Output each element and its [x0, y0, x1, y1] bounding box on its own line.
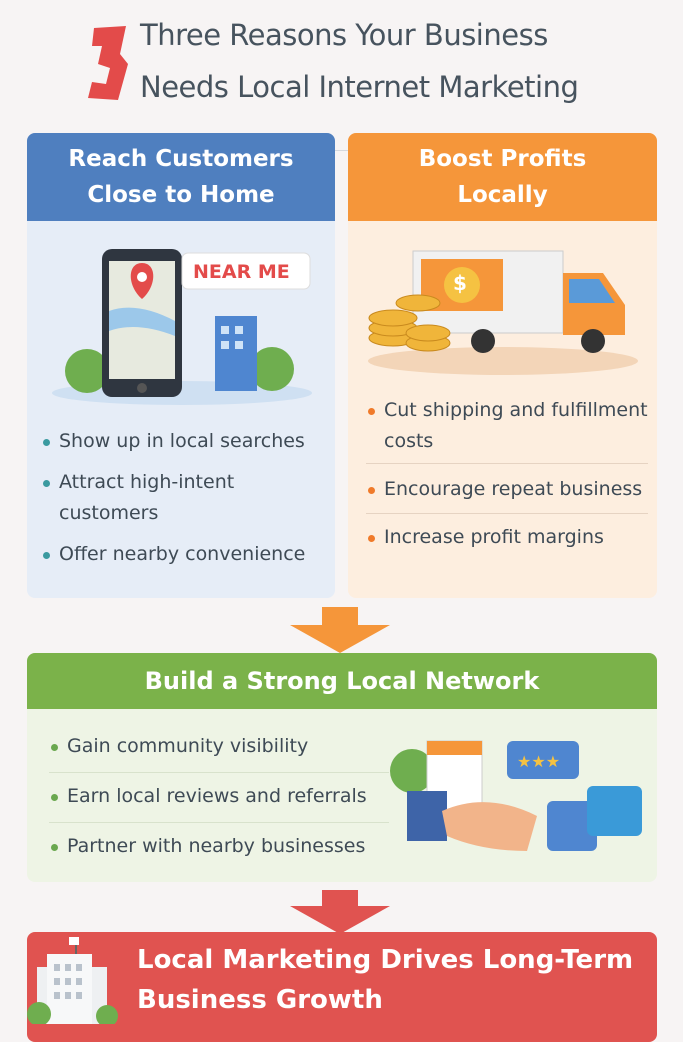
- card-header: Boost Profits Locally: [348, 133, 657, 221]
- card-header: Reach Customers Close to Home: [27, 133, 335, 221]
- card-boost-profits: Boost Profits Locally $ Cut shipping and…: [348, 133, 657, 598]
- list-item: Encourage repeat business: [366, 474, 648, 514]
- card-title: Reach Customers: [68, 146, 294, 172]
- list-item: Earn local reviews and referrals: [49, 781, 389, 823]
- list-item: Cut shipping and fulfillment costs: [366, 395, 648, 464]
- footer-line2: Business Growth: [137, 985, 383, 1015]
- delivery-truck-illustration: [368, 250, 638, 375]
- card-bullets: Gain community visibility Earn local rev…: [49, 731, 389, 862]
- phone-map-illustration: [52, 249, 312, 405]
- card-title: Locally: [457, 182, 548, 208]
- footer-text: Local Marketing Drives Long-Term Busines…: [137, 940, 633, 1020]
- footer-banner: Local Marketing Drives Long-Term Busines…: [27, 932, 657, 1042]
- office-building-icon: [27, 937, 118, 1024]
- review-stars-icon: [507, 741, 579, 779]
- near-me-label: NEAR ME: [193, 261, 290, 283]
- page-title-line2: Needs Local Internet Marketing: [140, 70, 579, 104]
- list-item: Gain community visibility: [49, 731, 389, 773]
- dollar-icon: $: [453, 271, 467, 295]
- down-arrow-icon: [290, 607, 390, 653]
- card-header: Build a Strong Local Network: [27, 653, 657, 709]
- card-title: Boost Profits: [418, 146, 587, 172]
- svg-text:★★★: ★★★: [517, 752, 560, 771]
- list-item: Attract high-intent customers: [41, 467, 331, 529]
- handshake-reviews-illustration: ★★★: [390, 740, 642, 851]
- card-title: Close to Home: [87, 182, 275, 208]
- thumbs-up-icon: [587, 786, 642, 836]
- page-title-line1: Three Reasons Your Business: [140, 18, 548, 52]
- footer-line1: Local Marketing Drives Long-Term: [137, 945, 634, 975]
- list-item: Offer nearby convenience: [41, 539, 331, 570]
- list-item: Increase profit margins: [366, 522, 648, 553]
- card-bullets: Show up in local searches Attract high-i…: [41, 426, 331, 570]
- thumbs-up-icon: [547, 801, 597, 851]
- card-local-network: Build a Strong Local Network Gain commun…: [27, 653, 657, 882]
- card-bullets: Cut shipping and fulfillment costs Encou…: [366, 395, 648, 553]
- list-item: Show up in local searches: [41, 426, 331, 457]
- card-title: Build a Strong Local Network: [144, 667, 540, 695]
- list-item: Partner with nearby businesses: [49, 831, 389, 862]
- down-arrow-icon: [290, 890, 390, 934]
- card-reach-customers: Reach Customers Close to Home NEAR ME Sh…: [27, 133, 335, 598]
- handshake-icon: [442, 802, 537, 851]
- number-three-icon: [88, 26, 128, 100]
